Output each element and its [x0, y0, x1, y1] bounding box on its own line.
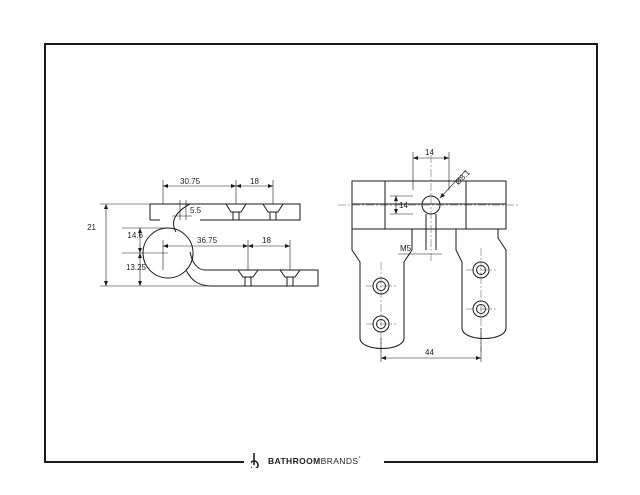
dim-height-lower: 13.25: [126, 263, 147, 272]
brand-footer: BATHROOMBRANDS°: [0, 449, 640, 473]
b-logo-icon: [249, 452, 265, 470]
side-view-labels: 30.75 18 5.5 36.75 18 21 14.6 13.25: [87, 177, 271, 272]
dim-width-bottom: 44: [425, 348, 434, 357]
dim-small: 5.5: [190, 206, 202, 215]
dim-width-top: 14: [425, 148, 434, 157]
dim-top-b: 18: [250, 177, 259, 186]
dim-thread: M5: [400, 244, 412, 253]
center-lines: [338, 155, 520, 352]
dim-diameter: Ø8.1: [453, 168, 472, 187]
front-view-labels: 14 Ø8.1 14 M5 44: [399, 148, 472, 357]
dim-height-upper: 14.6: [127, 231, 143, 240]
side-view-dimensions: [100, 180, 291, 287]
dim-height-block: 14: [399, 201, 408, 210]
dim-mid-a: 36.75: [197, 236, 218, 245]
brand-name: BATHROOMBRANDS°: [266, 456, 363, 466]
front-view-dimensions: [380, 152, 482, 362]
side-view: [142, 203, 319, 287]
dim-top-a: 30.75: [180, 177, 201, 186]
dim-height-total: 21: [87, 223, 96, 232]
dim-mid-b: 18: [262, 236, 271, 245]
front-view: [351, 180, 507, 349]
